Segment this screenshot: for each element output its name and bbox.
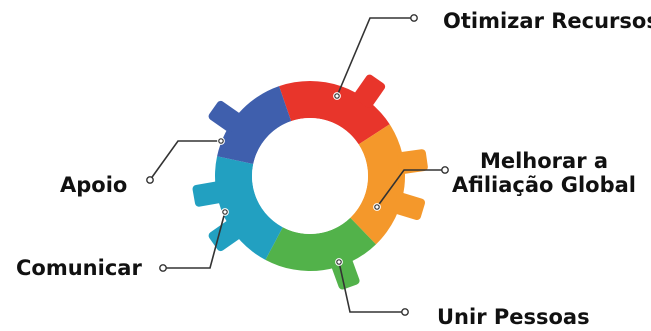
gear-segment-melhorar <box>350 124 405 245</box>
connector-unir <box>338 261 405 313</box>
connector-dot-outer-unir <box>401 308 409 316</box>
gear-tooth-melhorar-1 <box>397 149 428 174</box>
gear-tooth-apoio-1 <box>208 100 242 133</box>
connector-dot-ring-otimizar <box>334 93 340 99</box>
label-melhorar-line1: Melhorar a <box>479 149 609 173</box>
connector-otimizar <box>336 17 414 97</box>
label-otimizar-recursos: Otimizar Recursos <box>443 9 651 33</box>
label-melhorar-line2: Afiliação Global <box>452 173 637 198</box>
connector-dot-outer-comunicar <box>159 264 167 272</box>
connector-dot-outer-melhorar <box>441 166 449 174</box>
connector-dot-outer-apoio <box>146 176 154 184</box>
gear-segment-comunicar <box>215 156 283 260</box>
connector-lines <box>146 14 449 316</box>
connector-dot-ring-comunicar <box>222 209 228 215</box>
gear-segment-apoio <box>217 86 292 164</box>
label-comunicar: Comunicar <box>16 256 142 280</box>
label-unir-pessoas: Unir Pessoas <box>437 305 590 329</box>
gear-tooth-comunicar-2 <box>192 181 224 207</box>
connector-dot-ring-apoio <box>218 138 224 144</box>
connector-dot-ring-unir <box>336 259 342 265</box>
connector-dot-ring-melhorar <box>374 204 380 210</box>
label-apoio: Apoio <box>60 173 128 197</box>
gear-tooth-melhorar-2 <box>392 192 426 221</box>
connector-dot-outer-otimizar <box>410 14 418 22</box>
gear-tooth-otimizar-1 <box>353 74 386 108</box>
connector-comunicar <box>163 211 226 269</box>
connector-apoio <box>149 140 221 181</box>
gear-hole <box>252 118 368 234</box>
label-melhorar-afiliacao: Melhorar a Afiliação Global <box>452 149 636 197</box>
connector-melhorar <box>376 169 445 208</box>
gear-icon <box>192 74 428 290</box>
